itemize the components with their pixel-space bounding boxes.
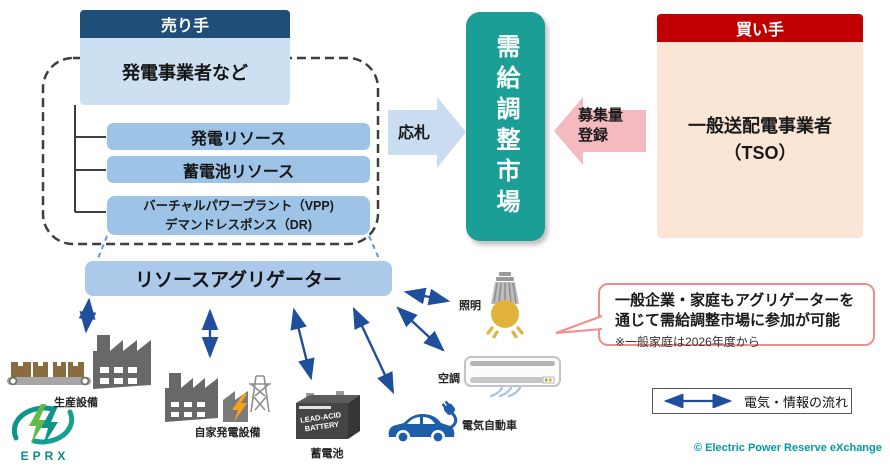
legend-box: 電気・情報の流れ (652, 388, 852, 414)
market-title: 需給調整市場 (492, 33, 519, 220)
resource-tree-connector (74, 105, 106, 213)
note-line1: 一般企業・家庭もアグリゲーターを (615, 292, 855, 309)
seller-group-dashed-border (41, 56, 380, 246)
lightbulb-icon (486, 272, 524, 338)
note-line2: 通じて需給調整市場に参加が可能 (615, 312, 841, 330)
tso-box: 一般送配電事業者 （TSO） (657, 42, 863, 238)
seller-entity-box: 発電事業者など (80, 38, 290, 105)
flow-legend-arrow (663, 394, 733, 408)
bid-arrow (388, 97, 466, 168)
battery-label: 蓄電池 (310, 448, 344, 460)
ev-label: 電気自動車 (462, 420, 517, 432)
ac-label: 空調 (438, 373, 460, 385)
air-conditioner-icon (464, 356, 561, 398)
production-equipment-icon (7, 335, 151, 389)
vpp-dr-box: バーチャルパワープラント（VPP) デマンドレスポンス（DR) (107, 196, 370, 235)
seller-header: 売り手 (80, 10, 290, 38)
tso-line1: 一般送配電事業者 (688, 116, 832, 136)
dr-line: デマンドレスポンス（DR) (165, 217, 312, 232)
register-label-line1: 募集量 (578, 107, 624, 124)
eprx-logo: EPRX (11, 404, 75, 463)
register-label-line2: 登録 (578, 126, 609, 144)
transmission-tower-icon (249, 375, 271, 413)
flow-arrows (78, 287, 451, 395)
battery-icon: LEAD-ACID BATTERY (296, 391, 360, 439)
note-bubble: 一般企業・家庭もアグリゲーターを 通じて需給調整市場に参加が可能 ※一般家庭は2… (598, 283, 875, 349)
eprx-logo-text: EPRX (21, 449, 70, 463)
copyright-text: © Electric Power Reserve eXchange (694, 442, 882, 454)
flow-arrow-production (78, 297, 97, 334)
production-label: 生産設備 (54, 397, 98, 409)
vpp-line: バーチャルパワープラント（VPP) (143, 198, 334, 213)
self-generation-label: 自家発電設備 (194, 427, 261, 439)
register-arrow (554, 97, 646, 165)
buyer-header: 買い手 (657, 14, 863, 42)
flow-arrow-lighting (403, 287, 451, 306)
lighting-label: 照明 (459, 300, 481, 312)
bid-label: 応札 (397, 125, 430, 142)
register-label: 募集量 登録 (578, 106, 648, 145)
tso-line2: （TSO） (723, 143, 797, 163)
aggregator-box: リソースアグリゲーター (85, 261, 392, 296)
flow-arrow-battery (290, 307, 315, 381)
vpp-aggregator-dashed-links (96, 235, 381, 262)
legend-label: 電気・情報の流れ (744, 394, 849, 410)
generation-resource-box: 発電リソース (107, 123, 370, 150)
ev-car-icon (388, 400, 458, 444)
note-bubble-tail (555, 315, 603, 334)
flow-arrow-ev (352, 306, 395, 395)
flow-arrow-ac (396, 306, 445, 352)
storage-resource-box: 蓄電池リソース (107, 156, 370, 183)
market-box: 需給調整市場 (466, 12, 545, 241)
note-line3: ※一般家庭は2026年度から (615, 334, 760, 349)
self-generation-icon (165, 373, 271, 422)
